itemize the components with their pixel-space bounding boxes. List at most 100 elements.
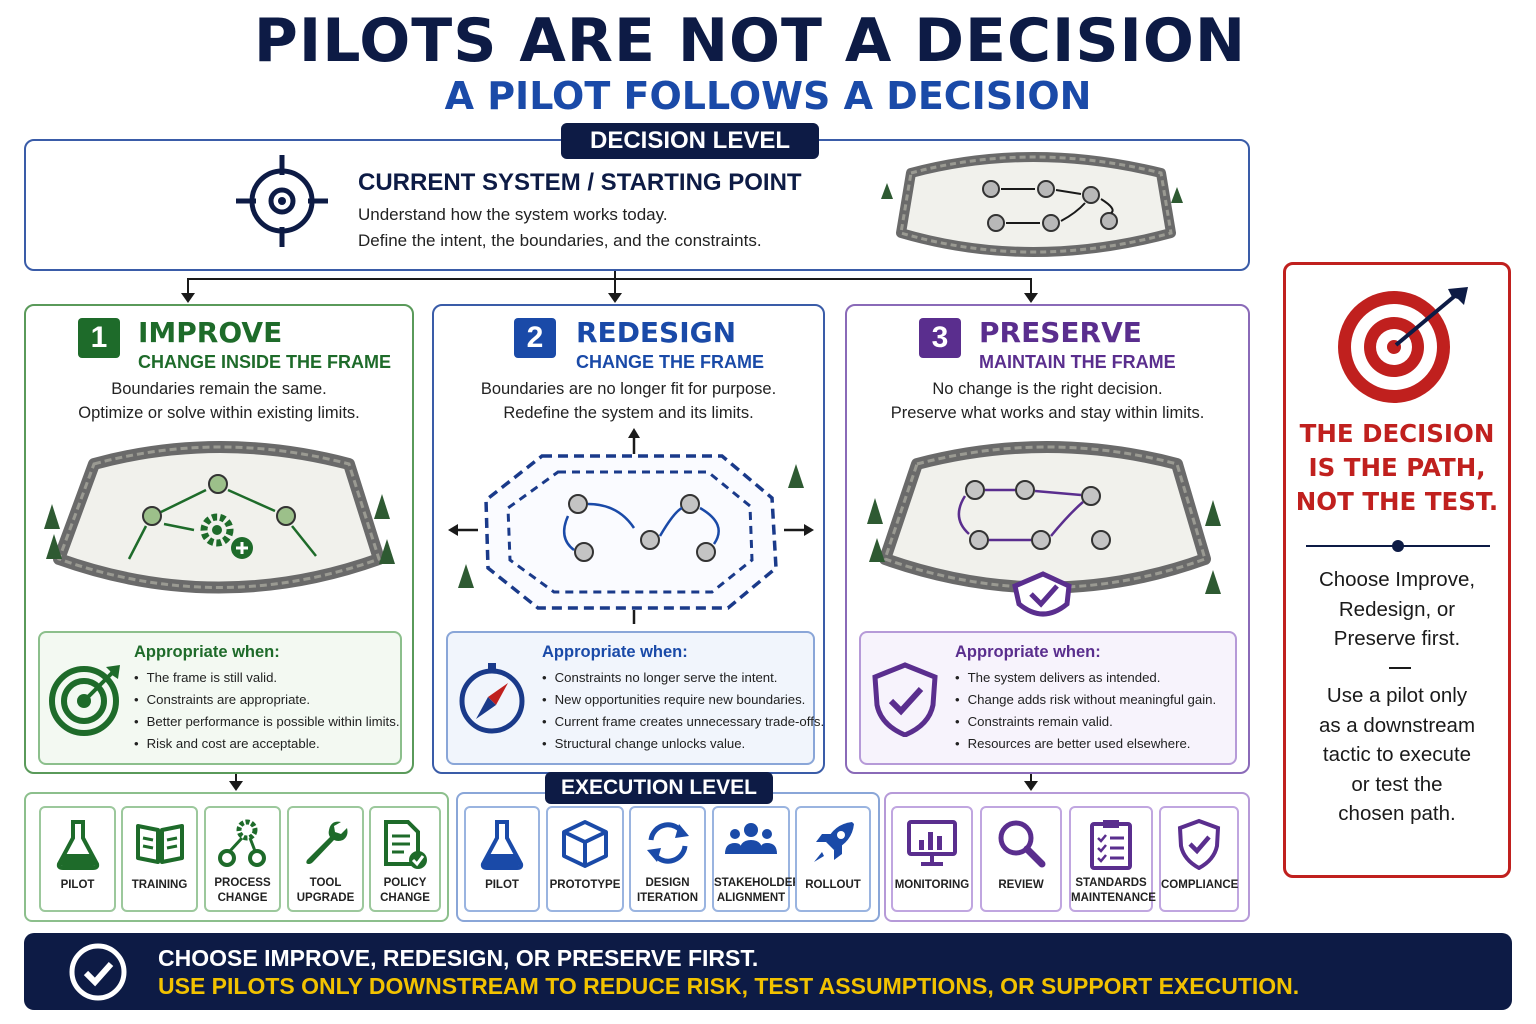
appropriate-list: The system delivers as intended. Change … <box>955 667 1217 755</box>
arrow-to-preserve <box>1024 293 1038 303</box>
option-title: PRESERVE <box>979 316 1142 349</box>
appropriate-title: Appropriate when: <box>134 643 280 661</box>
key-message-text-1: Choose Improve, Redesign, or Preserve fi… <box>1318 568 1476 650</box>
key-message-text-2: Use a pilot only as a downstream tactic … <box>1318 684 1476 825</box>
option-number: 2 <box>514 318 556 358</box>
list-item: Constraints remain valid. <box>955 711 1216 733</box>
flask-icon <box>480 820 524 870</box>
arrow-to-redesign <box>608 293 622 303</box>
compass-icon <box>459 663 525 734</box>
key-message-heading: THE DECISION IS THE PATH, NOT THE TEST. <box>1295 419 1499 516</box>
tile-label: ROLLOUT <box>805 879 861 891</box>
wrench-icon <box>305 821 347 864</box>
list-item: Change adds risk without meaningful gain… <box>955 689 1217 711</box>
option-subtitle: CHANGE INSIDE THE FRAME <box>138 352 392 372</box>
option-desc-1: No change is the right decision. <box>932 380 1163 398</box>
option-desc-1: Boundaries remain the same. <box>111 380 327 398</box>
rocket-icon <box>814 822 854 862</box>
preserve-appropriate-box: Appropriate when: The system delivers as… <box>859 631 1237 765</box>
option-subtitle: CHANGE THE FRAME <box>576 352 764 372</box>
document-check-icon <box>384 820 427 869</box>
execution-group-preserve <box>884 792 1250 922</box>
crosshair-icon <box>236 155 328 247</box>
current-system-line-2: Define the intent, the boundaries, and t… <box>358 231 762 250</box>
list-item: The frame is still valid. <box>134 667 399 689</box>
exec-tile-pilot-redesign: PILOT <box>464 806 540 912</box>
option-desc-1: Boundaries are no longer fit for purpose… <box>480 380 777 398</box>
option-improve: 1 IMPROVE CHANGE INSIDE THE FRAME Bounda… <box>24 304 414 774</box>
book-icon <box>135 824 184 864</box>
tile-label: REVIEW <box>998 879 1044 891</box>
option-desc-2: Redefine the system and its limits. <box>503 404 754 422</box>
list-item: Resources are better used elsewhere. <box>955 733 1216 755</box>
option-preserve: 3 PRESERVE MAINTAIN THE FRAME No change … <box>845 304 1250 774</box>
check-circle-icon <box>69 943 127 1001</box>
appropriate-list: The frame is still valid. Constraints ar… <box>134 667 400 755</box>
tile-label: PROTOTYPE <box>549 879 621 891</box>
tile-label: COMPLIANCE <box>1161 879 1239 891</box>
shield-check-icon <box>1177 818 1221 870</box>
page-subtitle: A PILOT FOLLOWS A DECISION <box>444 74 1092 118</box>
bottom-banner: CHOOSE IMPROVE, REDESIGN, OR PRESERVE FI… <box>24 933 1512 1010</box>
appropriate-title: Appropriate when: <box>955 643 1101 661</box>
tile-label: PILOT <box>60 879 95 891</box>
tile-label: TRAINING <box>131 879 188 891</box>
option-desc-2: Preserve what works and stay within limi… <box>890 404 1205 422</box>
option-desc-2: Optimize or solve within existing limits… <box>78 404 360 422</box>
flask-icon <box>56 820 99 870</box>
divider-dot <box>1392 540 1404 552</box>
key-message-panel: THE DECISION IS THE PATH, NOT THE TEST. … <box>1283 262 1511 878</box>
arrow-to-exec-preserve <box>1024 781 1038 791</box>
option-title: IMPROVE <box>138 316 283 349</box>
connector-horizontal <box>187 278 1032 280</box>
connector-exec-preserve <box>1030 774 1032 782</box>
connector-left <box>187 278 189 294</box>
option-redesign: 2 REDESIGN CHANGE THE FRAME Boundaries a… <box>432 304 825 774</box>
walled-system-illustration <box>881 152 1183 257</box>
decision-level-box: CURRENT SYSTEM / STARTING POINT Understa… <box>24 139 1250 271</box>
exec-tile-monitoring: MONITORING <box>891 806 973 912</box>
list-item: Constraints no longer serve the intent. <box>542 667 824 689</box>
magnifier-icon <box>998 820 1046 868</box>
exec-tile-prototype: PROTOTYPE <box>546 806 624 912</box>
exec-tile-pilot: PILOT <box>39 806 116 912</box>
exec-tile-review: REVIEW <box>980 806 1062 912</box>
cycle-icon <box>646 822 689 864</box>
banner-line-2: USE PILOTS ONLY DOWNSTREAM TO REDUCE RIS… <box>158 973 1300 999</box>
improve-walled-illustration <box>44 441 395 594</box>
cube-icon <box>562 820 608 868</box>
current-system-title: CURRENT SYSTEM / STARTING POINT <box>358 169 802 196</box>
people-icon <box>725 823 777 854</box>
arrow-to-exec-improve <box>229 781 243 791</box>
bullseye-arrow-icon <box>1338 287 1468 403</box>
decision-level-tag: DECISION LEVEL <box>561 123 819 159</box>
appropriate-title: Appropriate when: <box>542 643 688 661</box>
list-item: Better performance is possible within li… <box>134 711 400 733</box>
redesign-expanding-frame-illustration <box>448 428 814 624</box>
improve-appropriate-box: Appropriate when: The frame is still val… <box>38 631 402 765</box>
tile-label: MONITORING <box>894 879 970 891</box>
list-item: The system delivers as intended. <box>955 667 1216 689</box>
exec-tile-training: TRAINING <box>121 806 198 912</box>
connector-exec-improve <box>235 774 237 782</box>
option-title: REDESIGN <box>576 316 737 349</box>
target-arrow-icon <box>49 665 120 736</box>
divider-short <box>1389 667 1411 669</box>
list-item: New opportunities require new boundaries… <box>542 689 824 711</box>
list-item: Structural change unlocks value. <box>542 733 824 755</box>
redesign-appropriate-box: Appropriate when: Constraints no longer … <box>446 631 824 765</box>
tile-label: PILOT <box>485 879 519 891</box>
arrow-to-improve <box>181 293 195 303</box>
clipboard-icon <box>1090 820 1132 870</box>
list-item: Current frame creates unnecessary trade-… <box>542 711 825 733</box>
connector-right <box>1030 278 1032 294</box>
connector-middle <box>614 278 616 294</box>
